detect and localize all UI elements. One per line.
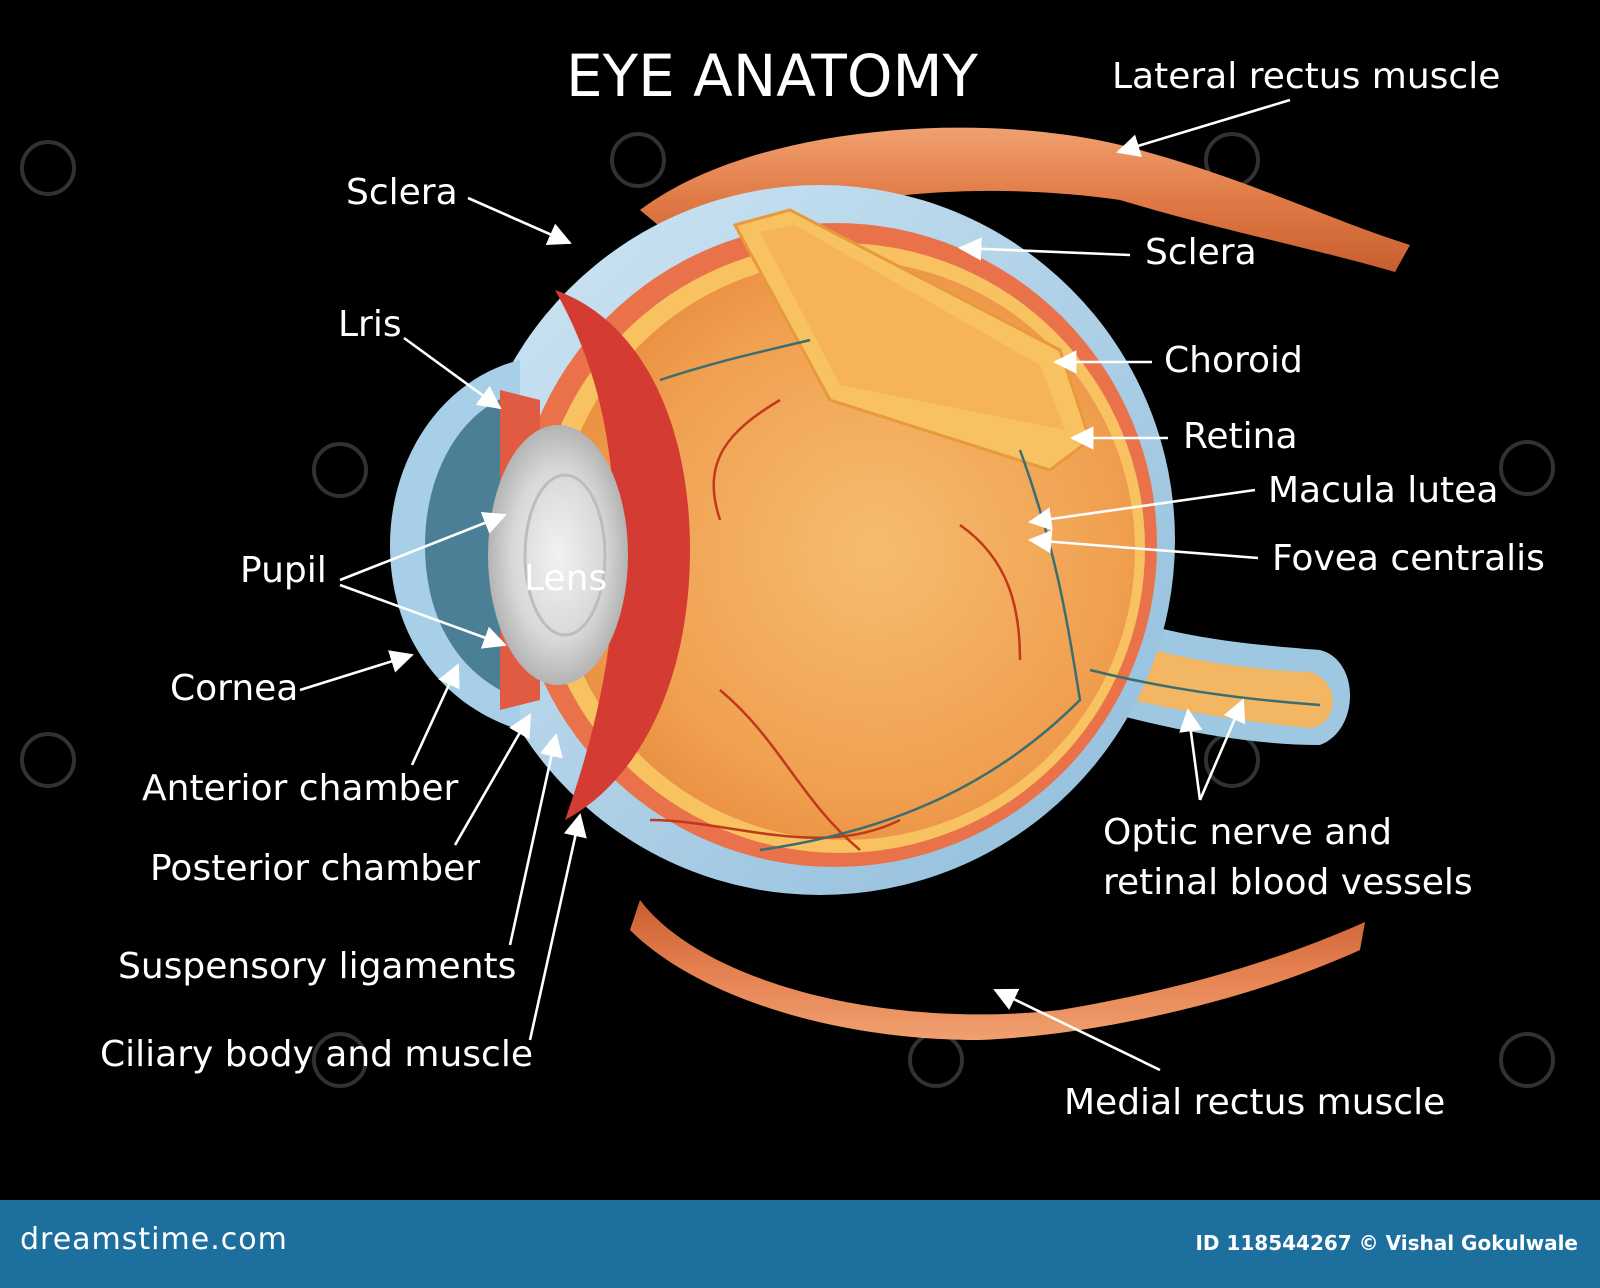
label-sclera-right: Sclera (1145, 232, 1257, 273)
leader-fovea (1028, 530, 1259, 560)
leader-optic-nerve-a (1179, 708, 1203, 801)
label-posterior-chamber: Posterior chamber (150, 848, 480, 889)
leader-cornea (299, 650, 414, 692)
label-optic-nerve-line2: retinal blood vessels (1103, 862, 1473, 903)
label-fovea: Fovea centralis (1272, 538, 1545, 579)
leader-suspensory (508, 733, 563, 946)
label-pupil: Pupil (240, 550, 327, 591)
label-lris: Lris (338, 304, 402, 345)
leader-sclera-right (958, 237, 1131, 261)
watermark-swirl-icon (20, 732, 76, 788)
label-anterior-chamber: Anterior chamber (142, 768, 459, 809)
watermark-swirl-icon (20, 140, 76, 196)
label-lateral-rectus: Lateral rectus muscle (1112, 56, 1500, 97)
label-cornea: Cornea (170, 668, 298, 709)
leader-lines (299, 98, 1291, 1072)
leader-anterior-chamber (410, 663, 460, 766)
label-sclera-left: Sclera (346, 172, 458, 213)
footer-bar: dreamstime.com ID 118544267 © Vishal Gok… (0, 1200, 1600, 1288)
leader-lris (403, 336, 502, 410)
label-suspensory: Suspensory ligaments (118, 946, 516, 987)
label-macula: Macula lutea (1268, 470, 1498, 511)
watermark-swirl-icon (312, 442, 368, 498)
leader-optic-nerve-b (1198, 698, 1246, 801)
leader-macula (1028, 488, 1256, 531)
watermark-swirl-icon (312, 1032, 368, 1088)
leader-pupil-lower (339, 583, 507, 649)
anterior-chamber-shape (425, 395, 510, 695)
cutaway-wedge-inner (760, 225, 1065, 430)
watermark-swirl-icon (1204, 732, 1260, 788)
watermark-swirl-icon (1499, 440, 1555, 496)
footer-credit: ID 118544267 © Vishal Gokulwale (1195, 1231, 1578, 1255)
watermark-swirl-icon (1499, 1032, 1555, 1088)
leader-sclera-left (467, 196, 572, 246)
footer-brand: dreamstime.com (20, 1222, 288, 1257)
lateral-rectus-muscle (640, 127, 1410, 272)
watermark-swirl-icon (610, 132, 666, 188)
lens-ring (523, 473, 607, 637)
leader-ciliary (528, 813, 587, 1041)
medial-rectus-muscle (630, 900, 1365, 1040)
lens-shape (488, 425, 628, 685)
leader-lateral-rectus (1116, 98, 1291, 157)
title: EYE ANATOMY (566, 42, 979, 110)
watermark-swirl-icon (908, 1032, 964, 1088)
label-lens: Lens (524, 558, 607, 599)
label-medial-rectus: Medial rectus muscle (1064, 1082, 1445, 1123)
eye-anatomy-diagram: EYE ANATOMY Lateral rectus muscle Sclera… (20, 42, 1555, 1123)
leader-medial-rectus (993, 988, 1161, 1072)
label-choroid: Choroid (1164, 340, 1303, 381)
label-optic-nerve-line1: Optic nerve and (1103, 812, 1392, 853)
label-retina: Retina (1183, 416, 1298, 457)
leader-pupil-upper (339, 511, 507, 582)
label-ciliary: Ciliary body and muscle (100, 1034, 533, 1075)
leader-posterior-chamber (453, 713, 532, 846)
